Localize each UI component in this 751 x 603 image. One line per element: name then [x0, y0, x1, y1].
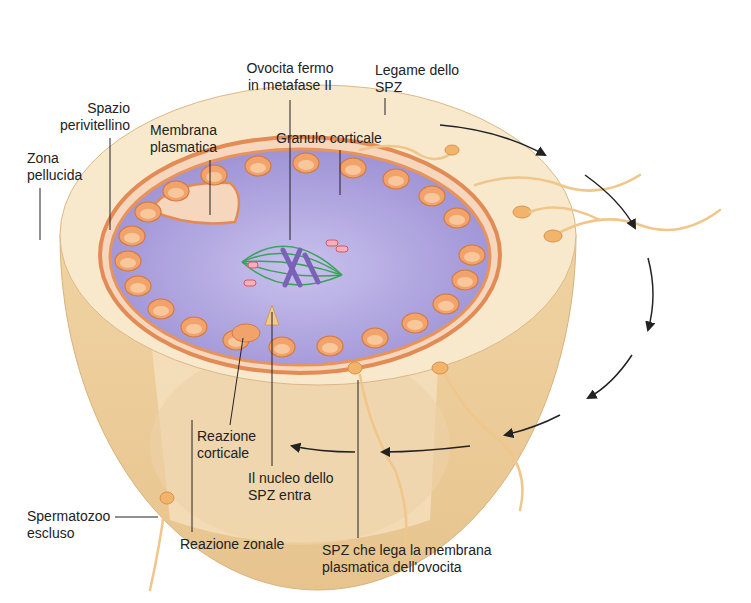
callout-label: Granulo corticale [276, 130, 406, 147]
callout-label: Reazione zonale [180, 536, 310, 553]
callout-label: Reazione corticale [197, 428, 269, 462]
callout-label: Zona pellucida [27, 150, 93, 184]
callout-label: Legame dello SPZ [375, 62, 470, 96]
callout-label: Il nucleo dello SPZ entra [248, 470, 352, 504]
callout-label: Membrana plasmatica [150, 122, 230, 156]
callout-label: Ovocita fermo in metafase II [240, 60, 340, 94]
callout-label: SPZ che lega la membrana plasmatica dell… [322, 542, 507, 576]
callout-label: Spazio perivitellino [45, 100, 130, 134]
callout-label: Spermatozoo escluso [27, 508, 117, 542]
